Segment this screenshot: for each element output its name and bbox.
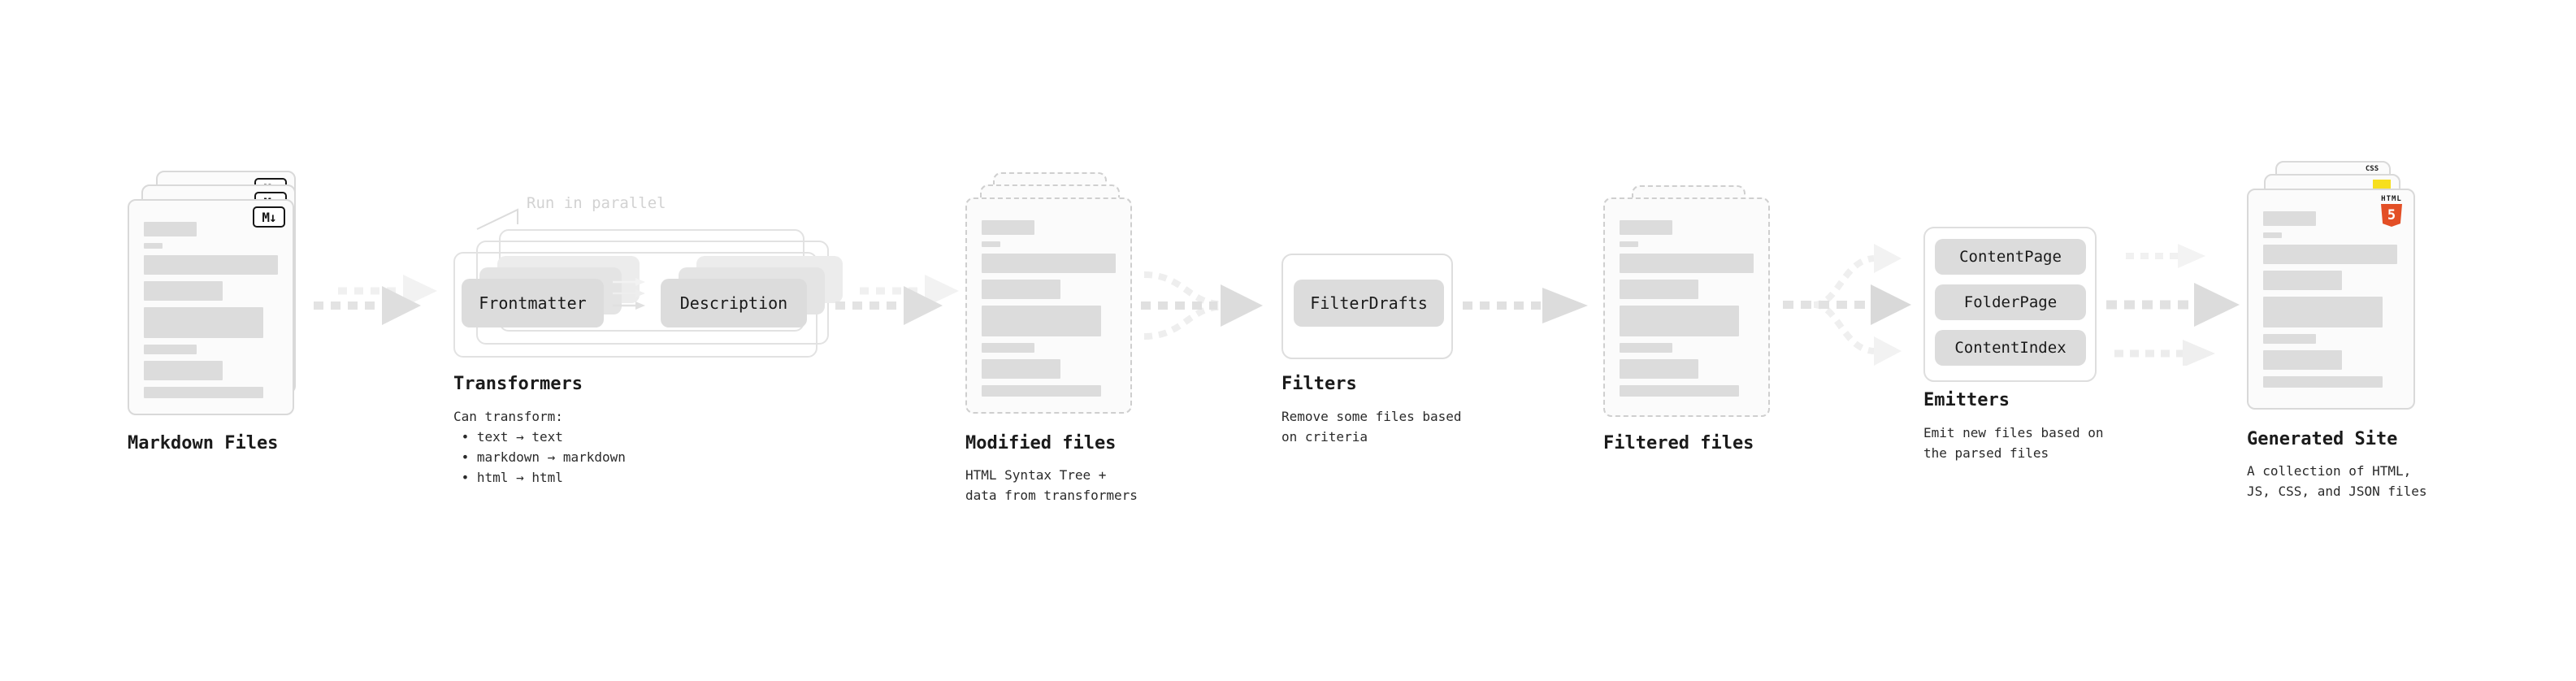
placeholder-bar — [982, 220, 1034, 235]
placeholder-bar — [144, 307, 263, 338]
frontmatter-pill: Frontmatter — [462, 279, 604, 327]
placeholder-bar — [1620, 220, 1672, 235]
placeholder-bar — [2263, 245, 2397, 264]
placeholder-bar — [144, 387, 263, 398]
generated-site-label: Generated Site — [2247, 429, 2398, 449]
transformers-label: Transformers — [453, 374, 583, 394]
placeholder-bar — [982, 343, 1034, 353]
transformers-description: Can transform: • text → text • markdown … — [453, 409, 626, 485]
contentindex-pill: ContentIndex — [1935, 330, 2086, 366]
contentpage-pill: ContentPage — [1935, 239, 2086, 275]
placeholder-text-bars — [129, 201, 293, 398]
placeholder-bar — [1620, 254, 1754, 273]
markdown-files-label: Markdown Files — [128, 433, 279, 453]
arrows-emitters-to-generated — [2106, 244, 2240, 366]
modified-files-label: Modified files — [965, 433, 1117, 453]
placeholder-bar — [144, 243, 163, 249]
folderpage-pill: FolderPage — [1935, 284, 2086, 320]
placeholder-bar — [2263, 211, 2316, 226]
placeholder-bar — [2263, 232, 2282, 238]
arrow-filters-to-filtered — [1463, 288, 1588, 323]
placeholder-bar — [1620, 385, 1739, 397]
filters-description: Remove some files based on criteria — [1281, 409, 1462, 445]
placeholder-bar — [982, 385, 1101, 397]
placeholder-bar — [144, 345, 197, 354]
arrow-markdown-to-transformers — [314, 275, 437, 325]
arrow-modified-to-filters-merge — [1141, 271, 1263, 340]
placeholder-bar — [1620, 306, 1739, 336]
arrow-dark-copy — [835, 286, 943, 325]
annotation-leader-line — [476, 208, 518, 230]
arrow-dark-copy — [314, 286, 421, 325]
generated-site-description: A collection of HTML, JS, CSS, and JSON … — [2247, 463, 2427, 499]
emitters-description: Emit new files based on the parsed files — [1923, 425, 2104, 461]
arrow-middle — [2106, 283, 2240, 327]
html5-shield: 5 — [2381, 204, 2402, 227]
arrow-transformers-to-modified — [835, 275, 959, 325]
placeholder-text-bars — [967, 199, 1130, 397]
html5-logo-text: HTML — [2381, 195, 2402, 203]
filterdrafts-pill: FilterDrafts — [1294, 280, 1444, 327]
arrow-light-copy — [860, 275, 959, 307]
placeholder-bar — [982, 280, 1060, 299]
placeholder-bar — [2263, 334, 2316, 344]
placeholder-bar — [982, 306, 1101, 336]
arrow-filtered-to-emitters-split — [1783, 244, 1911, 366]
placeholder-bar — [144, 361, 223, 380]
placeholder-bar — [2263, 297, 2383, 327]
filtered-files-label: Filtered files — [1603, 433, 1754, 453]
modified-file-card — [965, 197, 1132, 414]
placeholder-bar — [1620, 241, 1638, 247]
markdown-file-card: M↓ — [128, 199, 294, 415]
placeholder-text-bars — [2249, 190, 2413, 388]
arrow-top — [2126, 244, 2205, 268]
placeholder-bar — [2263, 376, 2383, 388]
generated-site-card: HTML 5 — [2247, 189, 2415, 410]
arrow-light-copy — [338, 275, 437, 307]
placeholder-bar — [1620, 359, 1698, 379]
html5-logo-icon: HTML 5 — [2379, 195, 2404, 227]
markdown-icon: M↓ — [253, 206, 285, 228]
placeholder-bar — [982, 254, 1116, 273]
parallel-transform-arrows — [613, 278, 645, 310]
filters-label: Filters — [1281, 374, 1357, 394]
placeholder-bar — [1620, 280, 1698, 299]
css-logo-text: CSS — [2365, 165, 2379, 173]
run-in-parallel-annotation: Run in parallel — [527, 194, 666, 212]
modified-files-description: HTML Syntax Tree + data from transformer… — [965, 467, 1138, 503]
placeholder-bar — [982, 241, 1000, 247]
placeholder-bar — [144, 222, 197, 236]
description-pill: Description — [661, 279, 807, 327]
placeholder-bar — [982, 359, 1060, 379]
filtered-file-card — [1603, 197, 1770, 417]
placeholder-bar — [144, 255, 278, 275]
arrow-bottom — [2114, 340, 2215, 366]
placeholder-bar — [1620, 343, 1672, 353]
emitters-label: Emitters — [1923, 390, 2010, 410]
placeholder-bar — [144, 281, 223, 301]
placeholder-bar — [2263, 350, 2342, 370]
placeholder-text-bars — [1605, 199, 1768, 397]
placeholder-bar — [2263, 271, 2342, 290]
